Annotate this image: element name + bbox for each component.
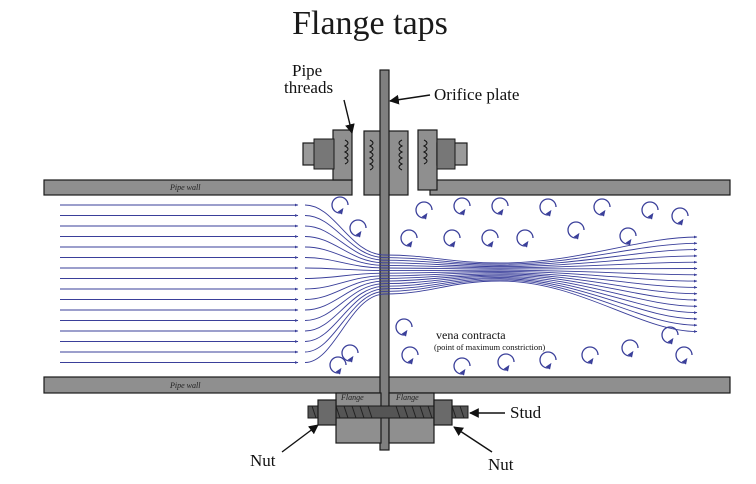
flange-right-label: Flange <box>395 393 419 402</box>
eddy-swirl <box>443 229 461 248</box>
nut-left-arrow <box>281 424 319 453</box>
nut-right-arrow <box>453 426 493 453</box>
stud <box>307 405 469 419</box>
eddy-swirl <box>400 229 418 248</box>
contracting-streamline <box>304 274 698 311</box>
pipe-threads-arrow <box>343 99 355 134</box>
nut-right-shape <box>433 399 453 426</box>
eddy-swirl <box>661 326 679 345</box>
nut-left-shape <box>317 399 337 426</box>
stud-label: Stud <box>510 403 542 422</box>
vena-contracta-label: vena contracta <box>436 328 506 342</box>
eddy-swirl <box>401 346 419 365</box>
eddy-swirl <box>481 229 499 248</box>
pipe-wall-top-label: Pipe wall <box>169 183 201 192</box>
flange-left-label: Flange <box>340 393 364 402</box>
contracting-streamline <box>304 204 698 264</box>
contracting-streamline <box>304 273 698 300</box>
contracting-streamline <box>304 270 698 283</box>
contracting-streamline <box>304 280 698 363</box>
eddy-swirl <box>453 357 471 376</box>
contracting-streamline <box>304 257 698 270</box>
eddy-swirl <box>619 227 637 246</box>
nut-right-label: Nut <box>488 455 514 474</box>
contracting-streamline <box>304 215 698 265</box>
eddy-swirl <box>491 197 509 216</box>
contracting-streamline <box>304 272 698 290</box>
eddy-swirl <box>593 198 611 217</box>
eddy-swirl <box>415 201 433 220</box>
eddy-swirl <box>567 221 585 240</box>
orifice-plate-label: Orifice plate <box>434 85 519 104</box>
contracting-streamline <box>304 246 698 269</box>
eddy-swirl <box>675 346 693 365</box>
diagram-title: Flange taps <box>292 5 448 42</box>
vena-contracta-note: (point of maximum constriction) <box>434 342 545 352</box>
eddy-swirl <box>539 198 557 217</box>
contracting-streamline <box>304 278 698 342</box>
contracting-streamline <box>304 276 698 332</box>
eddy-swirl <box>349 219 367 238</box>
pipe-wall-top: Pipe wall <box>43 179 731 196</box>
contracting-streamline <box>304 225 698 266</box>
flow-streamlines <box>60 203 698 364</box>
eddy-swirl <box>581 346 599 365</box>
eddy-swirl <box>453 197 471 216</box>
pipe-threads-label-line1: Pipe <box>292 61 322 80</box>
contracting-streamline <box>304 275 698 321</box>
top-flange-left <box>302 129 353 181</box>
top-flange-right <box>417 129 468 191</box>
pipe-wall-bottom-label: Pipe wall <box>169 381 201 390</box>
turbulent-eddies <box>329 196 693 376</box>
eddy-swirl <box>516 229 534 248</box>
eddy-swirl <box>497 353 515 372</box>
contracting-streamline <box>304 236 698 268</box>
eddy-swirl <box>331 196 349 215</box>
eddy-swirl <box>329 356 347 375</box>
nut-left-label: Nut <box>250 451 276 470</box>
eddy-swirl <box>621 339 639 358</box>
eddy-swirl <box>641 201 659 220</box>
eddy-swirl <box>395 318 413 337</box>
orifice-plate-arrow <box>389 94 431 105</box>
eddy-swirl <box>341 344 359 363</box>
eddy-swirl <box>671 207 689 226</box>
contracting-streamline <box>304 279 698 353</box>
contracting-streamline <box>304 267 698 277</box>
eddy-swirl <box>539 351 557 370</box>
pipe-threads-label-line2: threads <box>284 78 333 97</box>
bottom-flange-assembly: Flange Flange <box>307 392 469 444</box>
